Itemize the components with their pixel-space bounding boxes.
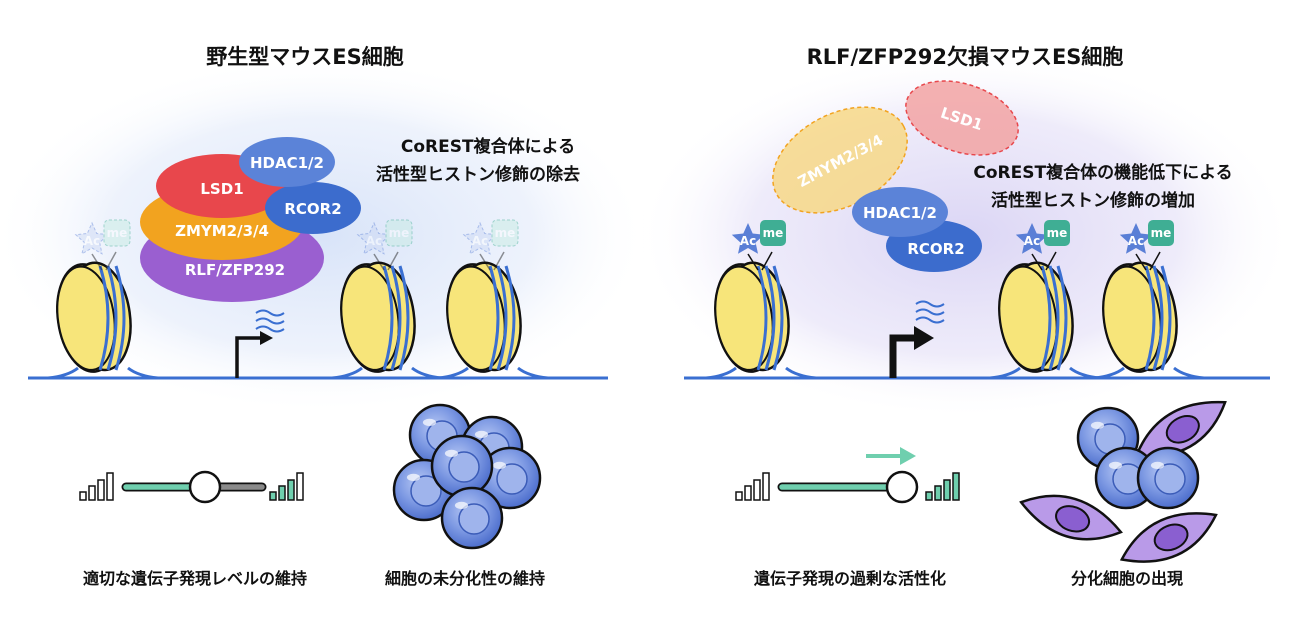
left-nucleosome-1 (47, 261, 159, 380)
right-bent-arrow-icon (889, 334, 918, 378)
me-mark-label: me (389, 226, 410, 240)
left-caption-expression: 適切な遺伝子発現レベルの維持 (83, 569, 307, 588)
me-mark-label: me (1151, 226, 1172, 240)
left-nucleosome-2 (331, 261, 443, 380)
right-signal-bars-icon-low (735, 472, 770, 501)
right-arrow-right-icon (866, 447, 916, 465)
right-rcor-label: RCOR2 (907, 240, 964, 258)
right-purple-cell-3 (1119, 512, 1218, 563)
right-corest-complex-dissociated: ZMYM2/3/4 LSD1 HDAC1/2 RCOR2 (772, 80, 1019, 272)
left-title: 野生型マウスES細胞 (206, 45, 403, 69)
right-caption-cells: 分化細胞の出現 (1071, 569, 1183, 588)
left-bent-arrow-icon (235, 336, 262, 378)
right-nucleosome-3 (1093, 261, 1205, 380)
right-hdac-label: HDAC1/2 (863, 204, 937, 222)
left-panel: 野生型マウスES細胞 CoREST複合体による 活性型ヒストン修飾の除去 RLF… (28, 45, 608, 588)
left-hdac-label: HDAC1/2 (250, 154, 324, 172)
right-panel: RLF/ZFP292欠損マウスES細胞 CoREST複合体の機能低下による 活性… (684, 45, 1270, 588)
left-nucleosome-3 (437, 261, 549, 380)
left-corest-complex: RLF/ZFP292 ZMYM2/3/4 LSD1 RCOR2 HDAC1/2 (140, 137, 361, 302)
left-wave-icon (255, 309, 285, 333)
right-differentiated-cells (1019, 400, 1227, 563)
blue-cell (392, 458, 456, 522)
ac-mark-label: Ac (740, 234, 756, 248)
right-cell-cluster (1076, 406, 1200, 510)
left-bent-arrow-head (260, 331, 273, 345)
right-note-line2: 活性型ヒストン修飾の増加 (991, 190, 1195, 211)
ac-mark-label: Ac (1128, 234, 1144, 248)
blue-cell (440, 486, 504, 550)
ac-mark-label: Ac (84, 234, 100, 248)
left-slider-knob (188, 470, 222, 504)
right-slider-knob (885, 470, 919, 504)
ac-mark-label: Ac (472, 234, 488, 248)
me-mark-label: me (495, 226, 516, 240)
right-bent-arrow-head (914, 326, 934, 350)
ac-mark-label: Ac (366, 234, 382, 248)
right-title: RLF/ZFP292欠損マウスES細胞 (807, 45, 1124, 69)
left-rcor-label: RCOR2 (284, 200, 341, 218)
left-lsd1-label: LSD1 (200, 180, 243, 198)
left-note-line1: CoREST複合体による (401, 136, 575, 157)
me-mark-label: me (107, 226, 128, 240)
ac-mark-label: Ac (1024, 234, 1040, 248)
right-nucleosome-2 (989, 261, 1101, 380)
left-zmym-label: ZMYM2/3/4 (175, 222, 269, 240)
blue-cell (1136, 446, 1200, 510)
left-rcor-blob (265, 182, 361, 234)
left-signal-bars-icon-low (79, 472, 114, 501)
left-cell-cluster (392, 403, 542, 550)
right-lsd1-blob (905, 80, 1019, 156)
left-caption-cells: 細胞の未分化性の維持 (385, 569, 545, 588)
right-hdac-blob (852, 187, 948, 237)
left-note-line2: 活性型ヒストン修飾の除去 (376, 164, 580, 185)
me-mark-label: me (1047, 226, 1068, 240)
right-purple-cell-2 (1019, 494, 1123, 541)
left-hdac-blob (239, 137, 335, 187)
right-wave-icon (915, 300, 945, 324)
left-signal-bars-icon-mid (269, 472, 304, 501)
right-nucleosome-1 (705, 261, 817, 380)
me-mark-label: me (763, 226, 784, 240)
right-signal-bars-icon-high (925, 472, 960, 501)
blue-cell (430, 434, 494, 498)
left-rlf-label: RLF/ZFP292 (185, 261, 285, 279)
right-caption-expression: 遺伝子発現の過剰な活性化 (754, 569, 946, 588)
right-note-line1: CoREST複合体の機能低下による (973, 162, 1232, 183)
